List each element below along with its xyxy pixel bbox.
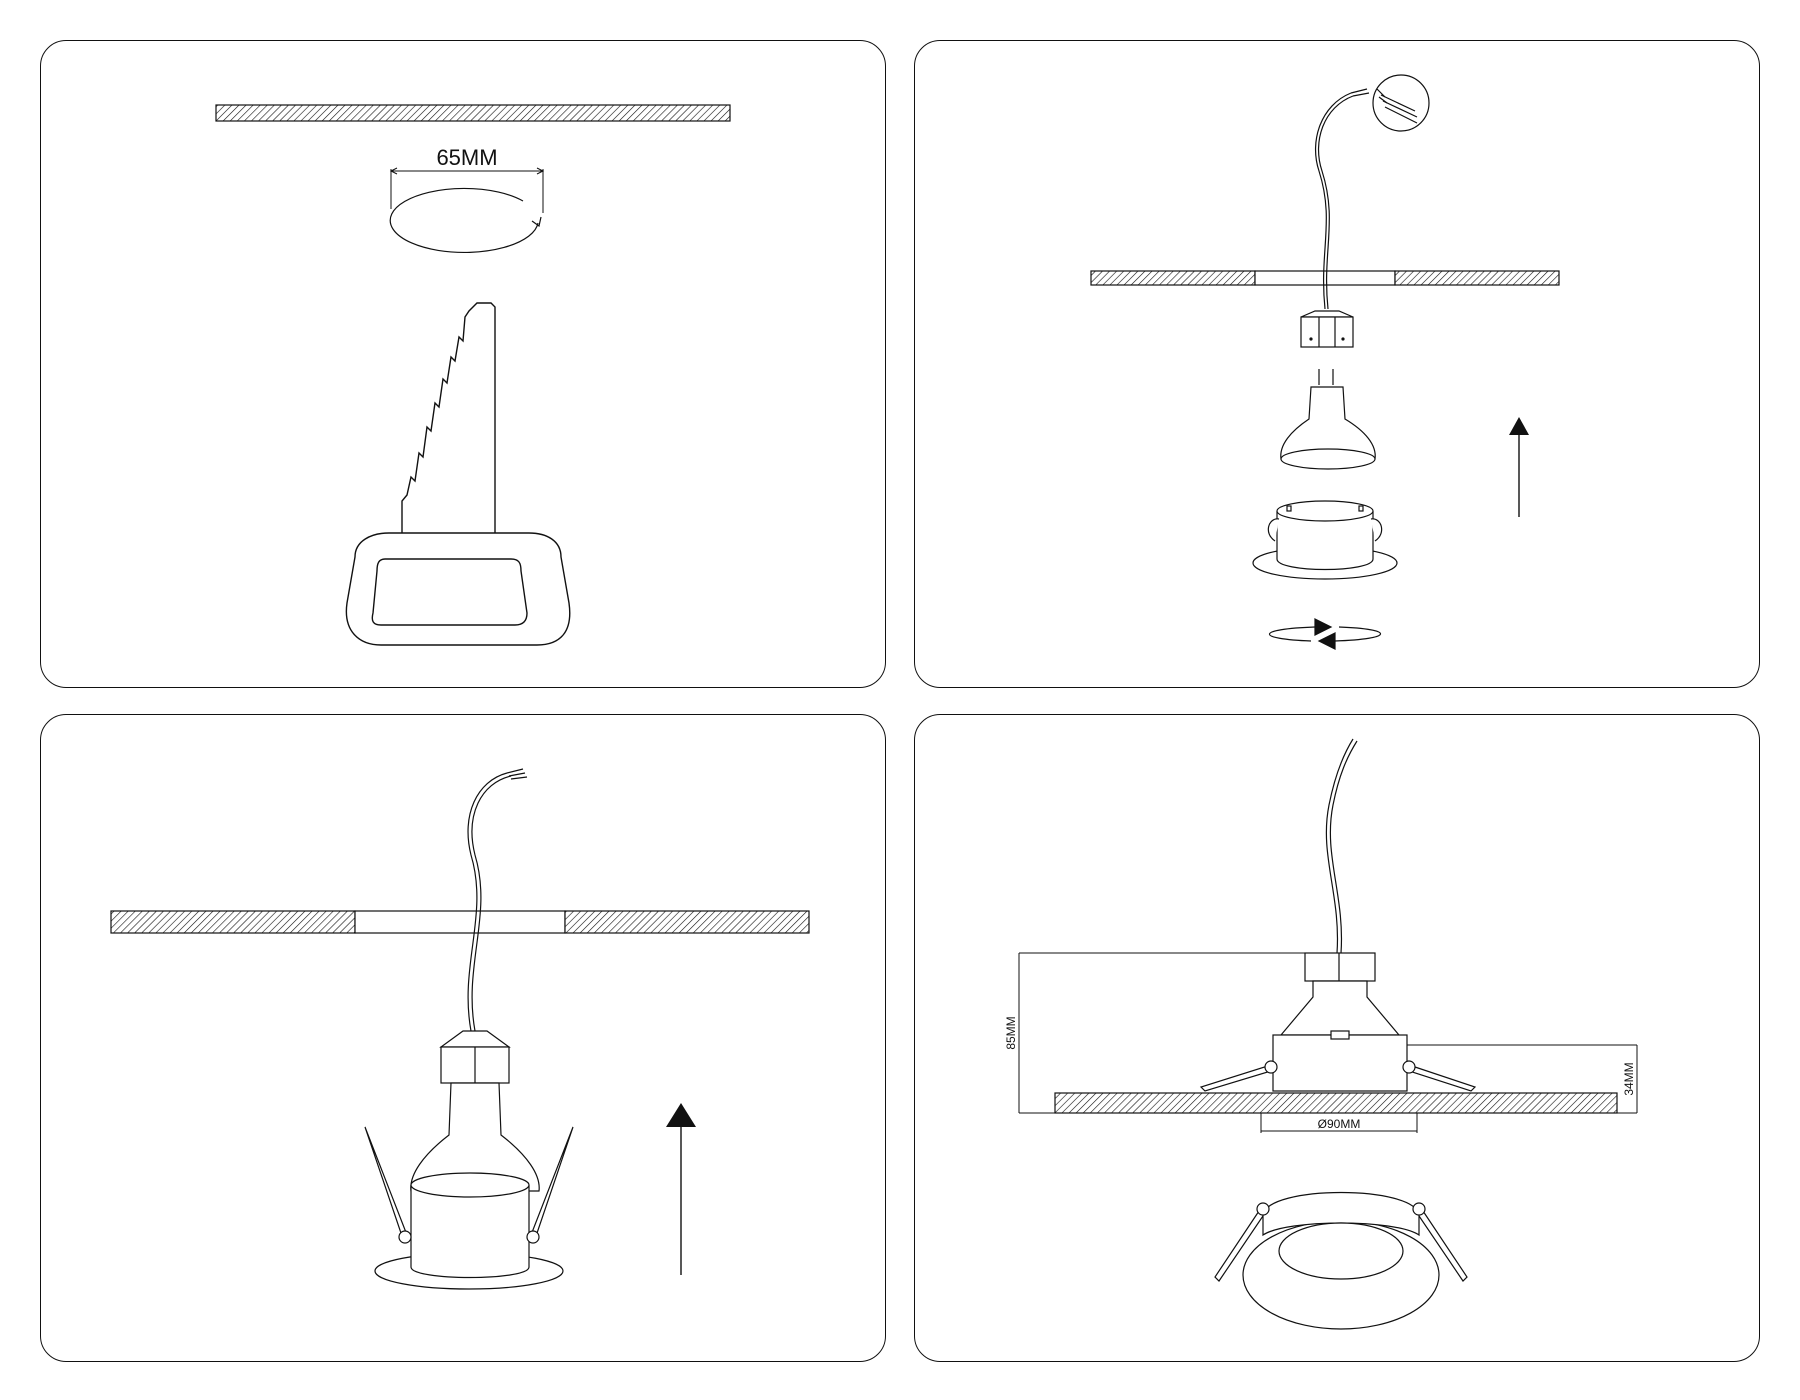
step-2-panel [914, 40, 1760, 688]
depth-dimension-label: 34MM [1622, 1062, 1636, 1095]
ceiling-hole [1254, 270, 1396, 286]
diameter-dimension-label: Ø90MM [1318, 1117, 1361, 1131]
wire-connector-icon [1372, 74, 1430, 132]
ceiling-board-left [110, 910, 356, 934]
ceiling-board [215, 104, 731, 122]
step-2-drawing [1090, 74, 1560, 650]
installed-downlight [1199, 952, 1477, 1092]
step-1-panel: 65MM [40, 40, 886, 688]
ceiling-board [1054, 1092, 1618, 1114]
saw-icon [345, 302, 571, 646]
gu10-bulb [1280, 369, 1376, 470]
downlight-housing [1252, 500, 1398, 580]
height-dimension-label: 85MM [1004, 1016, 1018, 1049]
power-cable [467, 768, 528, 1032]
step-3-panel [40, 714, 886, 1362]
cut-circle [389, 187, 542, 254]
hole-dimension [389, 167, 545, 213]
power-cable [1315, 88, 1370, 310]
terminal-block [1300, 310, 1354, 348]
step-3-drawing [110, 768, 810, 1290]
step-4-panel: 85MM 34MM Ø90MM [914, 714, 1760, 1362]
step-1-drawing: 65MM [215, 104, 731, 646]
rotate-arrows-icon [1268, 618, 1382, 650]
ceiling-board-right [1394, 270, 1560, 286]
step-4-drawing: 85MM 34MM Ø90MM [1004, 738, 1638, 1330]
ceiling-board-right [564, 910, 810, 934]
assembled-downlight [364, 1030, 574, 1290]
ceiling-board-left [1090, 270, 1256, 286]
hole-size-label: 65MM [436, 145, 497, 170]
arrow-up-icon [1509, 417, 1529, 517]
power-cable [1325, 738, 1358, 954]
arrow-up-icon [666, 1103, 696, 1275]
dimension-lines [1018, 952, 1638, 1133]
downlight-bottom-view [1214, 1192, 1468, 1330]
ceiling-hole [354, 910, 566, 934]
